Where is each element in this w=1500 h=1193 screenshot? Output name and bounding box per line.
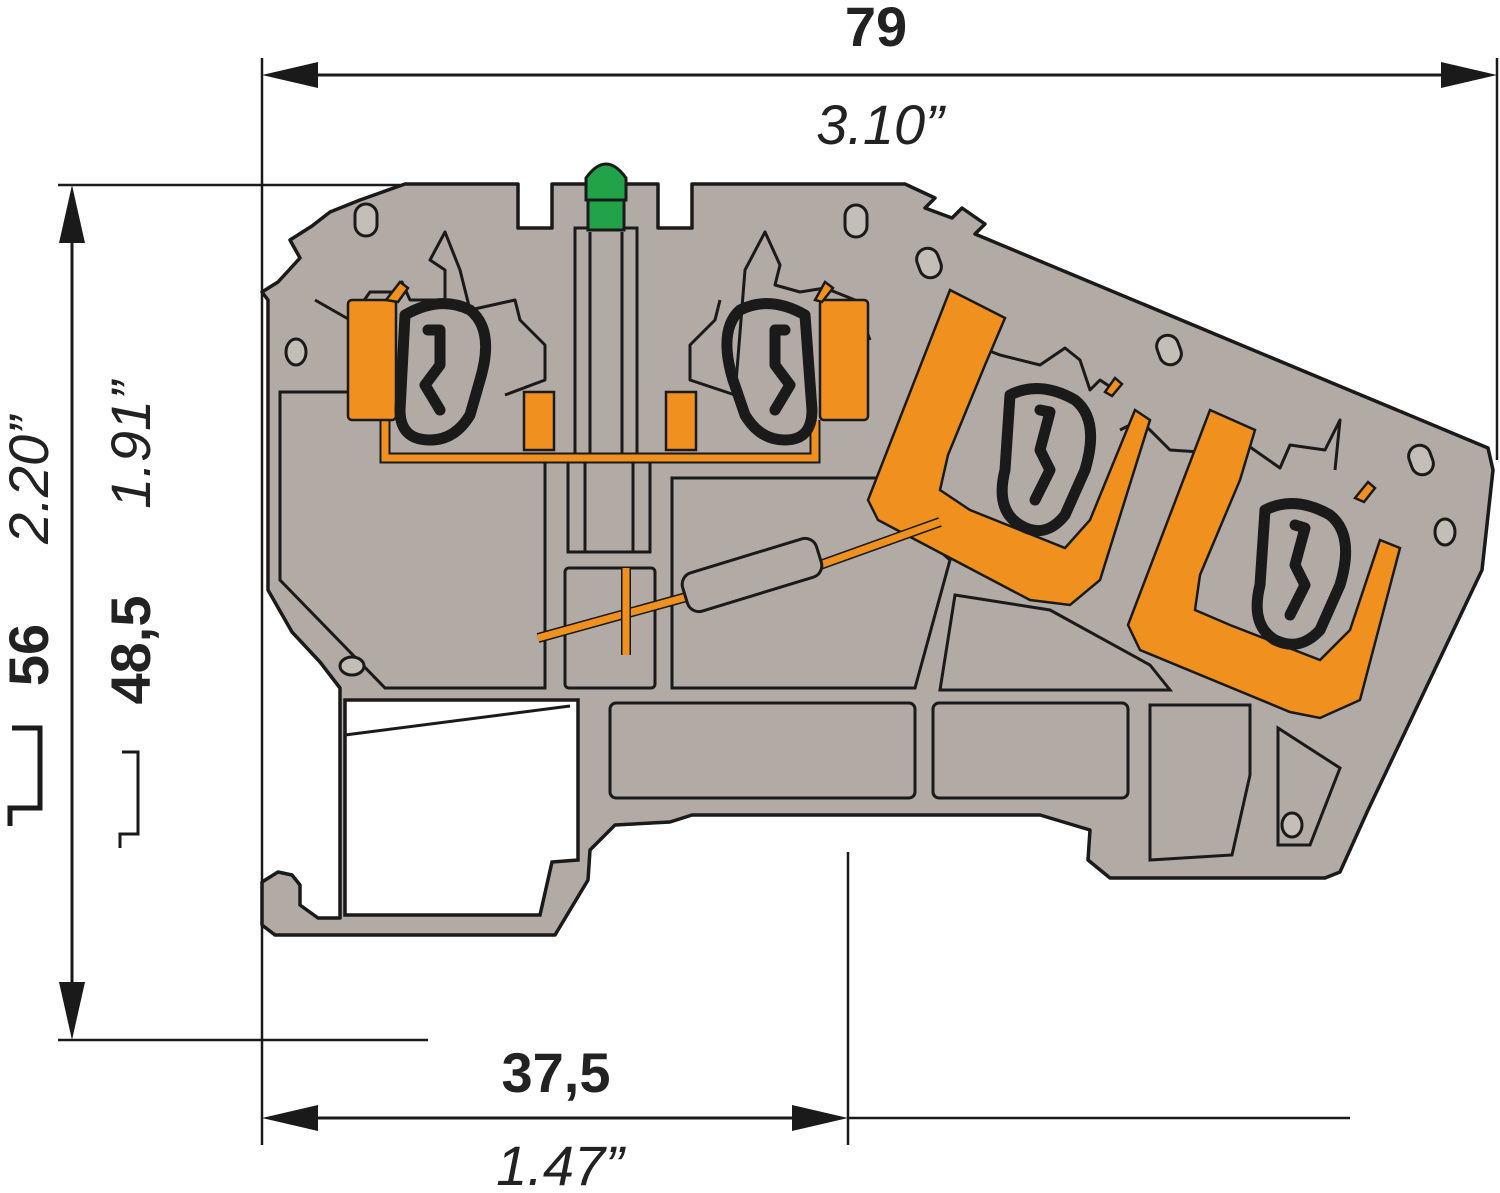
spring-clamp-4 bbox=[1251, 498, 1352, 650]
spring-clamp-3 bbox=[996, 383, 1097, 537]
terminal-housing bbox=[260, 182, 1495, 937]
width-in-label: 3.10” bbox=[816, 93, 946, 156]
width-mm-label: 79 bbox=[845, 0, 907, 58]
height-rail-mm-label: 48,5 bbox=[99, 596, 162, 705]
resistor bbox=[680, 536, 824, 614]
compartment bbox=[938, 593, 1174, 692]
compartment bbox=[931, 701, 1130, 800]
led-stem bbox=[573, 226, 639, 462]
spring-clamp-1 bbox=[394, 298, 492, 446]
din-rail-small-icon bbox=[118, 750, 140, 848]
compartment bbox=[1148, 703, 1252, 862]
width-dimension: 79 3.10” bbox=[262, 0, 1497, 156]
left-contact-bridge bbox=[346, 298, 870, 464]
offset-dimension: 37,5 1.47” bbox=[262, 1041, 848, 1193]
arrow-right-icon bbox=[792, 1105, 848, 1131]
offset-in-label: 1.47” bbox=[496, 1134, 626, 1193]
arrow-up-icon bbox=[59, 185, 85, 243]
led-indicator bbox=[584, 162, 628, 232]
arrow-left-icon bbox=[262, 1105, 318, 1131]
arrow-right-icon bbox=[1441, 62, 1497, 88]
extension-lines bbox=[58, 58, 1499, 1145]
height-mm-label: 56 bbox=[0, 624, 60, 686]
rail-cutout bbox=[343, 698, 580, 917]
arrow-left-icon bbox=[262, 62, 318, 88]
arrow-down-icon bbox=[59, 982, 85, 1040]
spring-clamp-2 bbox=[721, 298, 818, 446]
height-dimension: 56 2.20” 48,5 1.91” bbox=[0, 185, 162, 1040]
offset-mm-label: 37,5 bbox=[502, 1041, 611, 1104]
din-rail-icon bbox=[7, 725, 43, 826]
right-contacts bbox=[536, 288, 1402, 720]
height-in-label: 2.20” bbox=[0, 414, 60, 545]
compartment bbox=[608, 701, 917, 800]
height-rail-in-label: 1.91” bbox=[99, 379, 162, 509]
